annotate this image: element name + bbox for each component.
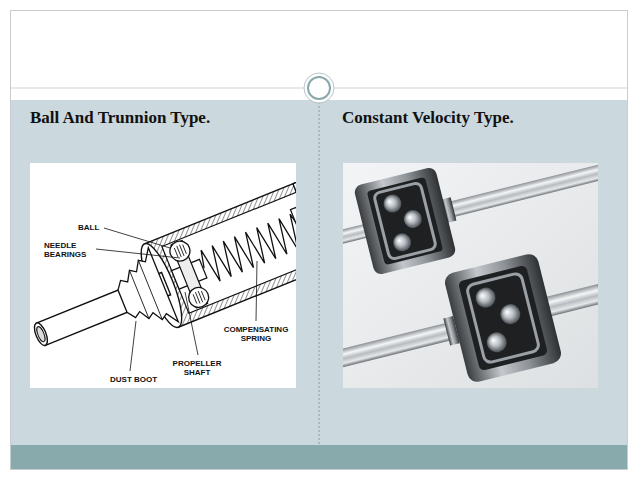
leader-lines xyxy=(96,228,257,371)
boot-fold xyxy=(138,260,162,319)
part-label: COMPENSATING SPRING xyxy=(218,325,294,343)
steel-ball xyxy=(498,302,522,326)
part-label: NEEDLE BEARINGS xyxy=(44,241,96,259)
image-panel: Ball And Trunnion Type. xyxy=(28,104,304,392)
ball-cage xyxy=(466,272,540,363)
image-panel: Constant Velocity Type. xyxy=(340,104,606,392)
housing-window xyxy=(458,265,548,371)
shaft-bore xyxy=(35,326,47,343)
leader-line xyxy=(130,321,136,371)
leader-line xyxy=(104,228,170,248)
trunnion-ball xyxy=(186,284,212,310)
steel-ball xyxy=(402,208,424,230)
shaft-splines xyxy=(598,271,599,303)
joint-parts xyxy=(30,163,296,378)
ornament-ring xyxy=(308,77,330,99)
lower-cv-joint xyxy=(343,220,598,388)
needle-rollers xyxy=(183,245,187,254)
spring-seat xyxy=(290,207,296,250)
content-panel xyxy=(11,100,627,445)
leader-line xyxy=(96,249,180,258)
needle-rollers xyxy=(201,291,205,300)
joint-housing xyxy=(353,166,457,276)
shaft-splines xyxy=(598,284,599,303)
column-divider xyxy=(319,102,320,445)
part-label: PROPELLER SHAFT xyxy=(168,359,226,377)
panel-heading: Ball And Trunnion Type. xyxy=(28,104,304,128)
footer-bar xyxy=(11,445,627,469)
joint-housing xyxy=(443,252,563,384)
trunnion-joint-drawing xyxy=(30,163,296,388)
ball-cage xyxy=(373,182,436,260)
leader-line xyxy=(256,261,257,321)
part-label: DUST BOOT xyxy=(110,375,157,384)
needle-rollers xyxy=(193,294,197,303)
boot-fold xyxy=(129,270,148,318)
leader-line xyxy=(185,292,198,355)
housing-window xyxy=(367,177,444,265)
trunnion-ball xyxy=(167,238,193,264)
steel-ball xyxy=(381,193,403,215)
cutaway-window xyxy=(162,192,296,313)
ornament-circle xyxy=(304,73,334,103)
steel-ball xyxy=(391,231,413,253)
drive-shaft xyxy=(432,163,598,222)
needle-rollers xyxy=(174,248,178,257)
joint-cutaway xyxy=(30,163,296,378)
steel-ball xyxy=(485,330,509,354)
dust-boot xyxy=(108,248,179,339)
steel-ball xyxy=(473,285,497,309)
cv-joint-photo xyxy=(343,163,598,388)
compensating-spring xyxy=(197,213,296,285)
slide-frame xyxy=(11,11,628,470)
shaft-end xyxy=(32,321,50,347)
part-label: BALL xyxy=(78,223,99,232)
needle-rollers xyxy=(174,244,206,305)
panel-heading: Constant Velocity Type. xyxy=(340,104,606,128)
